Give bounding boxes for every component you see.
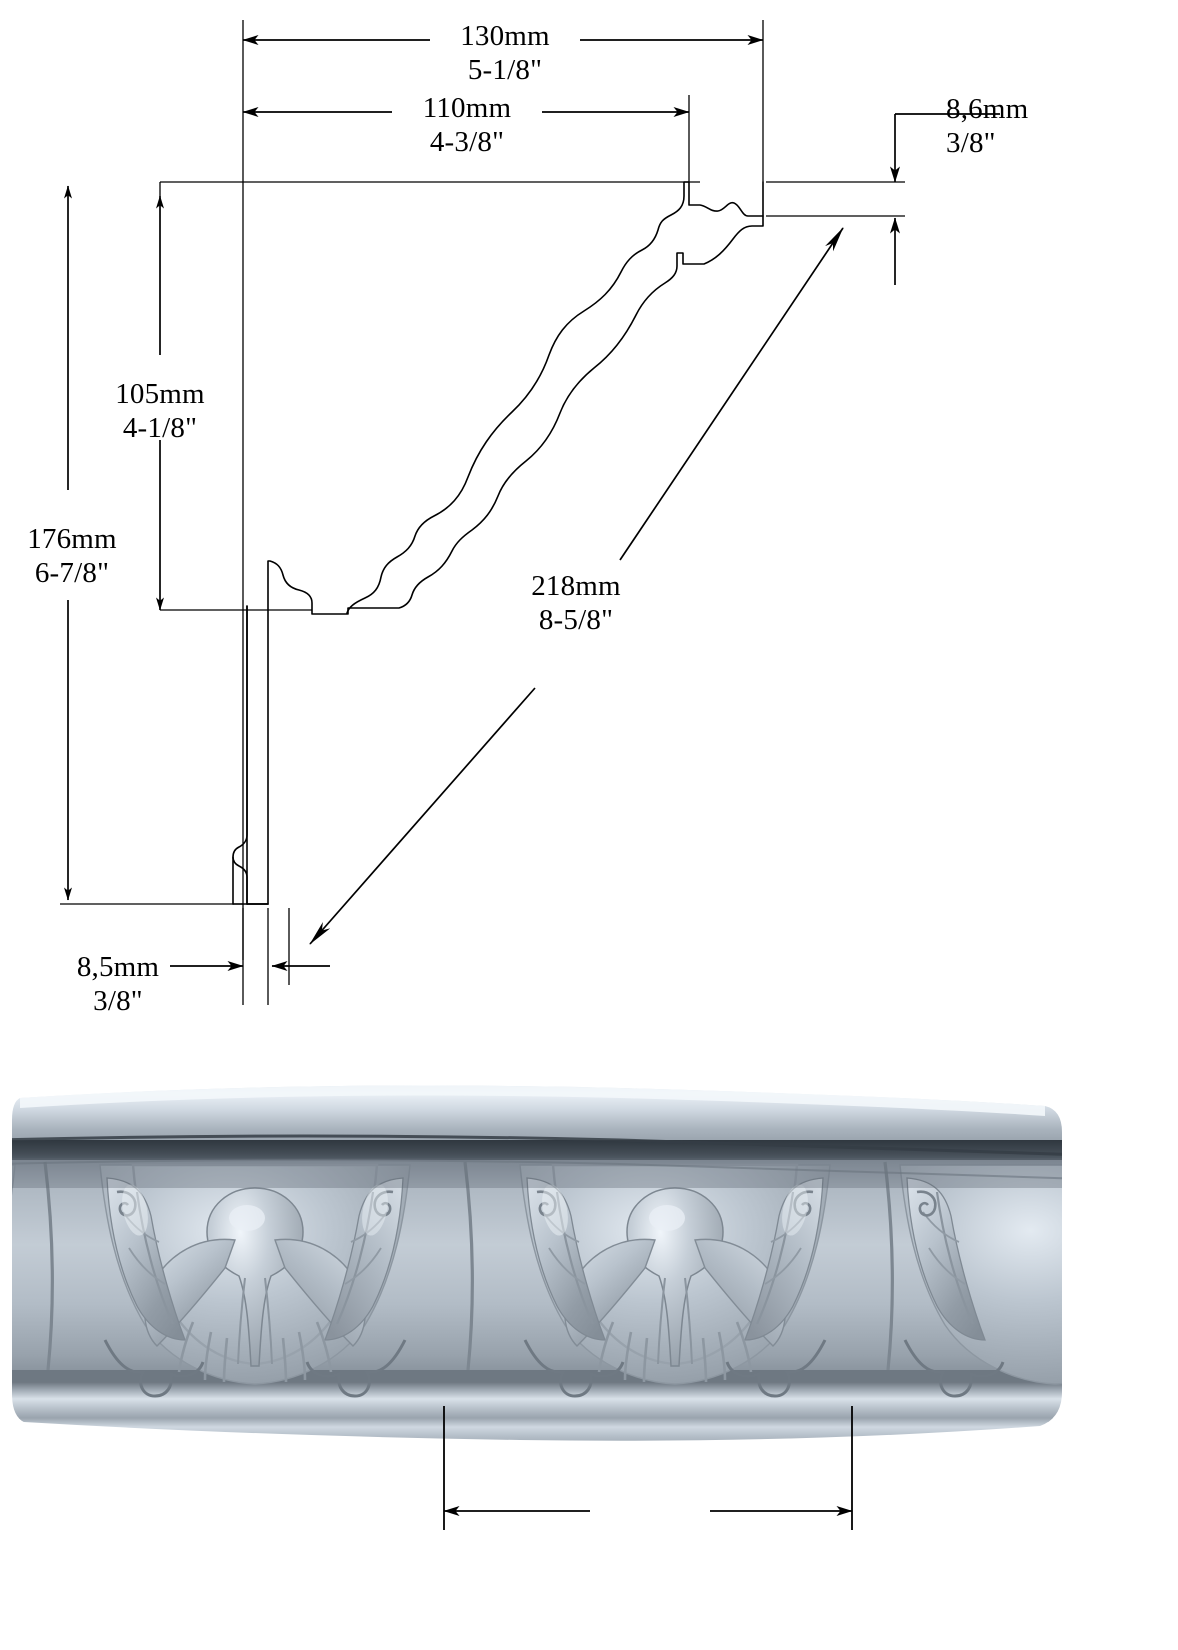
fan-ribs xyxy=(177,1321,333,1383)
acanthus-leaf-right xyxy=(744,1177,824,1341)
dimension-label-diagonal-face: 218mm 8-5/8" xyxy=(531,570,621,636)
dimension-label-top-leg-thickness: 8,6mm 3/8" xyxy=(946,93,1029,159)
leaf-vein xyxy=(548,1247,586,1285)
volute-right xyxy=(373,1190,394,1217)
extension-lines xyxy=(60,20,905,1005)
bud-rib xyxy=(657,1277,666,1365)
acanthus-leaf-left xyxy=(906,1177,986,1341)
fringe-right xyxy=(305,1339,407,1398)
dimension-top-leg-thickness xyxy=(890,113,1000,285)
fringe-left xyxy=(103,1339,205,1398)
top-edge-line xyxy=(12,1134,1062,1160)
highlight xyxy=(542,1184,568,1236)
volute-right xyxy=(793,1190,814,1217)
molding-body xyxy=(0,1085,1062,1441)
fringe-right xyxy=(0,1340,10,1396)
fan-ribs xyxy=(597,1321,753,1383)
highlight xyxy=(362,1184,388,1236)
field-edge-line xyxy=(12,1159,1062,1183)
bud-rib xyxy=(684,1277,693,1365)
bud-rib xyxy=(264,1277,273,1365)
dimension-diagonal-face xyxy=(309,227,844,945)
leaf-vein xyxy=(335,1191,375,1325)
dimension-label-face-width: 110mm 4-3/8" xyxy=(422,92,512,158)
bud-highlight xyxy=(649,1205,685,1231)
acanthus-leaf-right xyxy=(0,1178,8,1340)
volute-left xyxy=(916,1190,937,1217)
leaf-vein xyxy=(928,1247,966,1285)
palmette-bud xyxy=(206,1187,304,1367)
molding-profile-outline xyxy=(232,181,764,905)
dimension-face-width xyxy=(242,94,690,154)
leaf-vein xyxy=(755,1191,795,1325)
technical-profile-drawing: 130mm 5-1/8" 110mm 4-3/8" 8,6mm 3/8" 105… xyxy=(27,20,1029,1017)
dimension-label-overall-width: 130mm 5-1/8" xyxy=(460,20,550,86)
profile-drawing-svg xyxy=(60,20,1000,1005)
unit-separators xyxy=(43,1161,895,1371)
rendered-molding-view: 100mm 4" xyxy=(0,1040,1178,1650)
lower-bead xyxy=(12,1382,1062,1422)
fringe-left xyxy=(523,1339,625,1398)
fringe-left xyxy=(903,1339,1005,1398)
bud-highlight xyxy=(229,1205,265,1231)
leaf-vein xyxy=(128,1247,166,1285)
rendered-molding-svg xyxy=(0,1085,1062,1548)
leaf-vein xyxy=(344,1247,382,1285)
palmette-bud xyxy=(626,1187,724,1367)
highlight xyxy=(782,1184,808,1236)
leaf-vein xyxy=(935,1191,975,1325)
highlight xyxy=(122,1184,148,1236)
lower-bead-2 xyxy=(12,1418,1062,1441)
leaf-vein xyxy=(764,1247,802,1285)
dimension-pattern-repeat xyxy=(443,1406,853,1548)
acanthus-pattern xyxy=(0,1158,1062,1398)
bullnose-highlight xyxy=(20,1085,1045,1116)
dimension-label-face-height: 105mm 4-1/8" xyxy=(115,378,205,444)
dimension-label-bottom-leg-thickness: 8,5mm 3/8" xyxy=(76,951,160,1017)
palmette-unit xyxy=(0,1161,1062,1398)
bud-rib xyxy=(237,1277,246,1365)
acanthus-leaf-right xyxy=(324,1177,404,1341)
fringe-right xyxy=(725,1339,827,1398)
dimension-overall-width xyxy=(242,22,764,82)
dimension-label-overall-height: 176mm 6-7/8" xyxy=(27,523,117,589)
